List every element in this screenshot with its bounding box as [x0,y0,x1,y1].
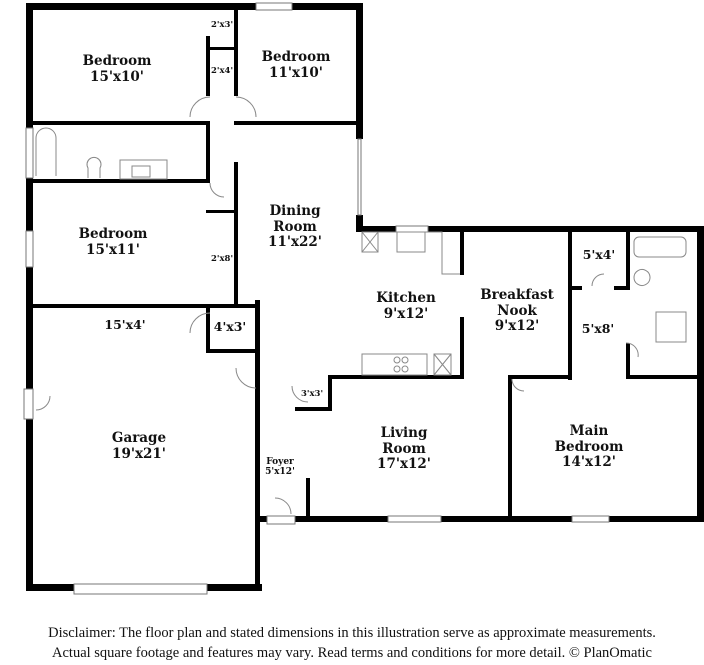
room-size: 11'x10' [269,64,323,81]
room-name: Nook [497,302,537,319]
room-name: Bedroom [82,53,152,69]
fixtures [35,96,687,515]
room-label-bedroom-w: Bedroom 15'x11' [78,226,148,258]
room-size: 4'x3' [213,319,247,334]
closet-label-g: 3'x3' [300,389,324,400]
room-size: 9'x12' [494,318,540,335]
room-size: 5'x12' [265,467,295,478]
room-size: 3'x3' [300,389,324,399]
disclaimer: Disclaimer: The floor plan and stated di… [0,623,704,663]
room-label-dining: Dining Room 11'x22' [268,203,322,251]
room-size: 2'x3' [210,20,234,30]
room-label-main-bedroom: Main Bedroom 14'x12' [554,423,624,471]
room-name: Room [273,218,317,235]
room-label-kitchen: Kitchen 9'x12' [376,290,436,322]
room-label-breakfast-nook: Breakfast Nook 9'x12' [480,287,554,335]
room-size: 5'x8' [581,321,615,336]
windows-doors [23,2,610,595]
closet-label-c: 2'x8' [210,254,234,265]
room-size: 17'x12' [377,456,431,473]
room-name: Bedroom [261,49,331,65]
room-name: Living [380,425,428,441]
closet-label-a: 2'x3' [210,20,234,31]
disclaimer-line-2: Actual square footage and features may v… [52,645,652,661]
room-name: Bedroom [78,226,148,242]
room-label-living: Living Room 17'x12' [377,425,431,473]
storage-label: 15'x4' [104,317,146,332]
room-name: Kitchen [376,290,436,306]
room-size: 15'x4' [104,317,146,332]
disclaimer-line-1: Disclaimer: The floor plan and stated di… [48,625,656,641]
room-size: 15'x10' [90,68,144,85]
room-label-bedroom-n: Bedroom 11'x10' [261,49,331,81]
room-name: Main [569,423,609,439]
room-label-garage: Garage 19'x21' [111,430,167,462]
room-label-foyer: Foyer 5'x12' [265,457,295,478]
closet-label-f: 4'x3' [213,319,247,334]
floor-plan-drawing [23,2,704,595]
room-size: 5'x4' [582,247,616,262]
room-label-bedroom-nw: Bedroom 15'x10' [82,53,152,85]
exterior-walls [26,3,704,591]
room-size: 19'x21' [112,445,166,462]
room-size: 11'x22' [268,234,322,251]
interior-walls [33,8,700,520]
room-name: Room [382,440,426,457]
room-size: 2'x4' [210,66,234,76]
room-size: 9'x12' [383,305,429,322]
closet-label-e: 5'x8' [581,321,615,336]
room-size: 2'x8' [210,254,234,264]
room-name: Garage [111,430,167,446]
room-name: Dining [269,203,321,219]
room-size: 15'x11' [86,241,140,258]
room-size: 14'x12' [562,454,616,471]
closet-label-b: 2'x4' [210,66,234,77]
room-name: Breakfast [480,287,554,303]
closet-label-d: 5'x4' [582,247,616,262]
room-name: Foyer [266,457,294,467]
room-name: Bedroom [554,438,624,455]
